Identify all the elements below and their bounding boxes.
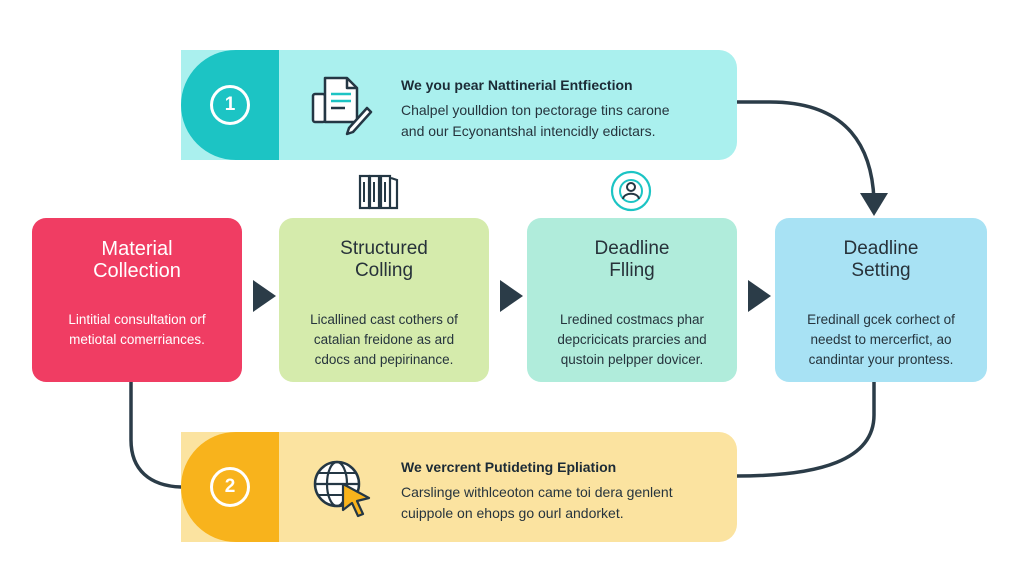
step-card-material-collection: Material Collection Lintitial consultati… xyxy=(32,218,242,382)
card-title: Structured Colling xyxy=(293,238,475,282)
card-title-line-2: Flling xyxy=(609,260,655,281)
banner-title-2: We vercrent Putideting Epliation xyxy=(401,459,617,475)
card-desc-line-3: qustoin pelpper dovicer. xyxy=(560,352,704,367)
card-desc-line-1: Lintitial consultation orf xyxy=(68,312,206,327)
step-banner-2: 2 We vercrent Putideting Epliation Carsl… xyxy=(181,432,737,542)
step-card-structured-colling: Structured Colling Licallined cast cothe… xyxy=(279,218,489,382)
card-desc-line-1: Lredined costmacs phar xyxy=(559,312,705,327)
card-desc-line-2: metiotal comerriances. xyxy=(69,332,205,347)
arrow-head-down xyxy=(860,193,888,216)
user-shield-icon xyxy=(610,170,652,212)
card-desc-line-2: depcricicats prarcies and xyxy=(557,332,707,347)
card-desc: Lintitial consultation orf metiotal come… xyxy=(46,310,228,350)
card-desc-line-2: catalian freidone as ard xyxy=(313,332,455,347)
card-title-line-1: Deadline xyxy=(843,238,919,259)
card-title-line-1: Deadline xyxy=(594,238,670,259)
card-desc-line-3: cdocs and pepirinance. xyxy=(314,352,454,367)
step-banner-1: 1 We you pear Nattinerial Entfiection Ch… xyxy=(181,50,737,160)
card-desc: Eredinall gcek corhect of needst to merc… xyxy=(789,310,973,370)
globe-cursor-icon xyxy=(313,460,371,518)
card-desc-line-3: candintar your prontess. xyxy=(808,352,954,367)
banner-desc-1-line-1: Chalpel youlldion ton pectorage tins car… xyxy=(401,102,670,118)
banner-desc-1-line-2: and our Ecyonantshal intencidly edictars… xyxy=(401,123,656,139)
step-card-deadline-setting: Deadline Setting Eredinall gcek corhect … xyxy=(775,218,987,382)
step-cap-2: 2 xyxy=(181,432,279,542)
card-desc-line-1: Licallined cast cothers of xyxy=(310,312,458,327)
card-desc-line-2: needst to mercerfict, ao xyxy=(810,332,952,347)
card-title-line-1: Structured xyxy=(340,238,428,259)
card-title-line-2: Collection xyxy=(93,260,181,282)
banner-desc-2: Carslinge withlceoton came toi dera genl… xyxy=(401,482,673,524)
card-title-line-1: Material xyxy=(101,238,173,260)
step-number-2: 2 xyxy=(210,467,250,507)
chevron-right-2 xyxy=(500,280,523,312)
chevron-right-3 xyxy=(748,280,771,312)
books-icon xyxy=(358,174,399,210)
banner-desc-1: Chalpel youlldion ton pectorage tins car… xyxy=(401,100,670,142)
step-cap-1: 1 xyxy=(181,50,279,160)
connector-banner1-to-setting xyxy=(735,100,876,202)
card-title-line-2: Setting xyxy=(851,260,911,281)
step-card-deadline-flling: Deadline Flling Lredined costmacs phar d… xyxy=(527,218,737,382)
banner-desc-2-line-1: Carslinge withlceoton came toi dera genl… xyxy=(401,484,673,500)
card-desc: Licallined cast cothers of catalian frei… xyxy=(293,310,475,370)
connector-setting-to-banner2 xyxy=(735,380,876,478)
banner-title-1: We you pear Nattinerial Entfiection xyxy=(401,77,633,93)
banner-desc-2-line-2: cuippole on ehops go ourl andorket. xyxy=(401,505,624,521)
document-pen-icon xyxy=(311,76,373,136)
card-desc-line-1: Eredinall gcek corhect of xyxy=(807,312,955,327)
card-title: Deadline Flling xyxy=(541,238,723,282)
card-desc: Lredined costmacs phar depcricicats prar… xyxy=(541,310,723,370)
chevron-right-1 xyxy=(253,280,276,312)
card-title: Material Collection xyxy=(46,238,228,282)
card-title-line-2: Colling xyxy=(354,260,414,281)
connector-collection-to-banner2 xyxy=(129,380,183,489)
step-number-1: 1 xyxy=(210,85,250,125)
card-title: Deadline Setting xyxy=(789,238,973,282)
